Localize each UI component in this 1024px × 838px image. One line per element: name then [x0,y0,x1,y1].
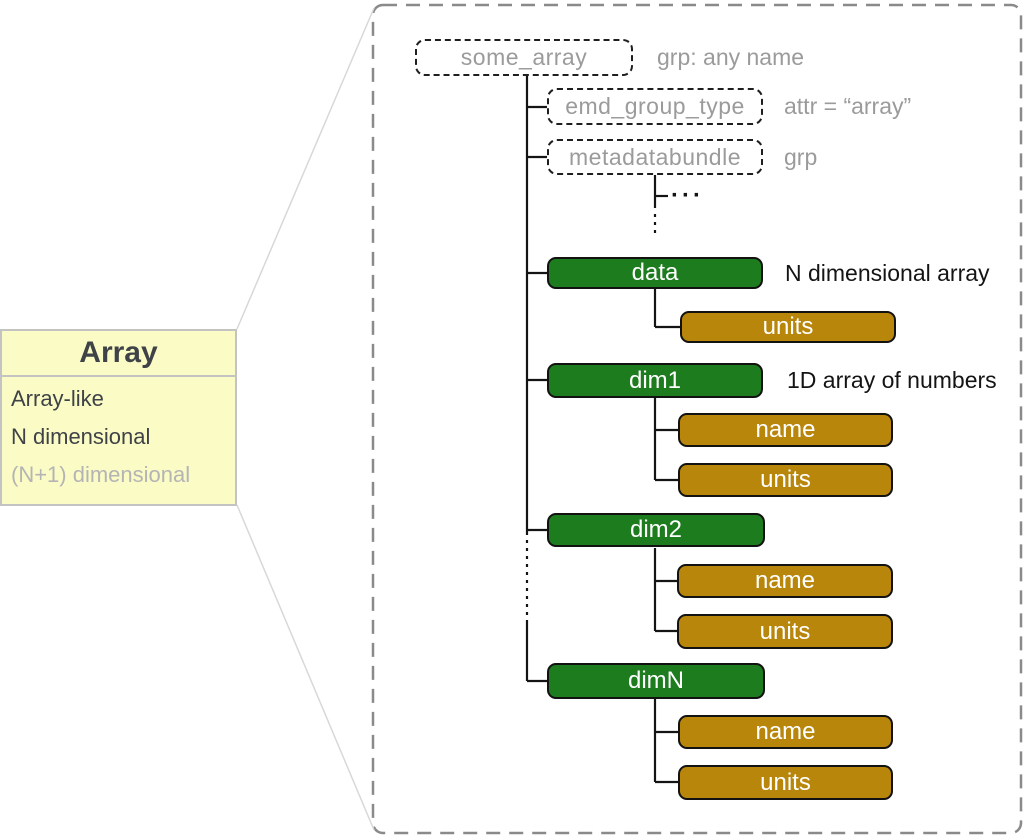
dashed-container-outline [371,3,1023,835]
annotation-emd-group-type: attr = “array” [784,93,912,119]
tree-node-data-units: units [680,311,896,343]
annotation-some-array: grp: any name [657,44,805,70]
tree-node-dim2-name: name [677,564,893,598]
tree-node-data: data [547,257,763,289]
expansion-line-bottom [236,504,375,831]
annotation-metadatabundle: grp [784,143,818,170]
annotation-data: N dimensional array [785,259,990,286]
tree-node-dim1: dim1 [547,363,763,398]
expansion-line-top [236,7,375,330]
tree-node-emd-group-type: emd_group_type [547,88,763,125]
class-card-line-array-like: Array-like [11,386,104,411]
tree-node-dimn: dimN [547,663,765,699]
annotation-dim1: 1D array of numbers [787,367,997,393]
tree-node-metadatabundle: metadatabundle [547,139,763,175]
class-card-title: Array [2,331,235,377]
tree-node-dimn-name: name [678,715,893,749]
tree-branch-lines [525,76,680,784]
tree-node-dim1-name: name [678,413,893,447]
tree-node-dimn-units: units [678,765,893,800]
tree-node-dim2: dim2 [547,513,765,547]
tree-node-some-array: some_array [415,39,633,76]
tree-node-dim2-units: units [677,614,893,649]
class-card-body: Array-like N dimensional (N+1) dimension… [2,377,235,494]
array-class-card: Array Array-like N dimensional (N+1) dim… [0,329,237,506]
metadatabundle-ellipsis: ··· [671,182,704,209]
class-card-line-n-plus-1-dimensional: (N+1) dimensional [11,462,191,487]
tree-node-dim1-units: units [678,463,893,497]
class-card-line-n-dimensional: N dimensional [11,424,151,449]
